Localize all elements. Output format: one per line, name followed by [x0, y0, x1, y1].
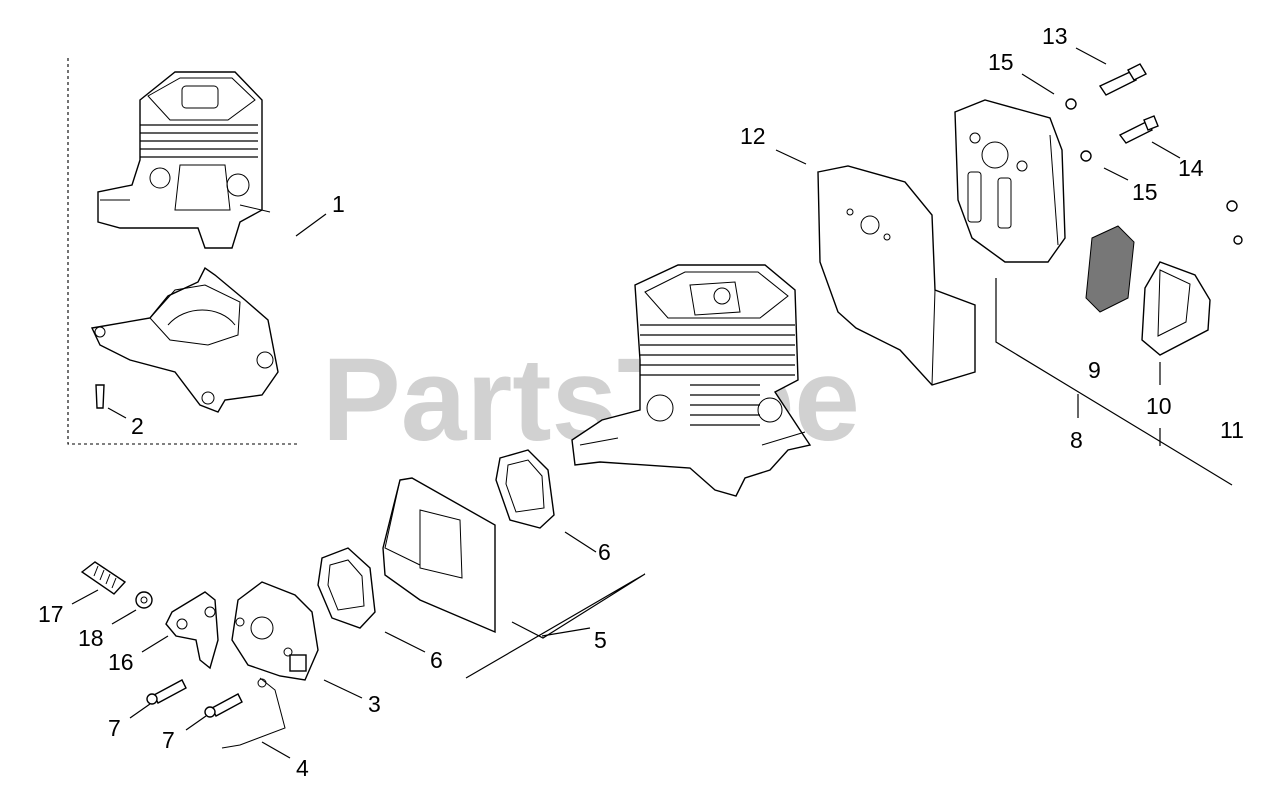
leader-4	[261, 741, 291, 759]
stud-17-drawing	[80, 561, 127, 595]
callout-16: 16	[108, 649, 134, 675]
leader-16	[141, 635, 169, 653]
callout-14: 14	[1178, 155, 1204, 181]
manifold-tab-drawing	[289, 654, 307, 672]
screw-7b-drawing	[211, 693, 243, 717]
leader-7a	[129, 703, 151, 719]
callout-13: 13	[1042, 23, 1068, 49]
cover-nut-drawing	[1226, 200, 1238, 212]
intake-assembly	[71, 449, 646, 759]
callout-17: 17	[38, 601, 64, 627]
callout-18: 18	[78, 625, 104, 651]
dowel-pin-drawing	[95, 384, 105, 409]
leader-13	[1075, 47, 1107, 65]
heat-shield-drawing	[775, 149, 976, 386]
spark-arrestor-screen-drawing	[1085, 225, 1135, 313]
bolt-14-drawing	[1118, 115, 1159, 144]
leader-14	[1151, 141, 1181, 159]
nut-18-drawing	[135, 591, 153, 609]
bracket-8	[995, 278, 1233, 486]
callout-6b: 6	[430, 647, 443, 673]
callout-9: 9	[1088, 357, 1101, 383]
callout-6a: 6	[598, 539, 611, 565]
callout-1: 1	[332, 191, 345, 217]
callout-8: 8	[1070, 427, 1083, 453]
lower-crankcase-drawing	[90, 266, 279, 413]
callout-15a: 15	[988, 49, 1014, 75]
muffler-assembly	[954, 47, 1243, 486]
callout-7b: 7	[162, 727, 175, 753]
leader-18	[111, 609, 137, 625]
leader-1	[295, 213, 327, 237]
leader-7b	[185, 715, 207, 731]
screw-7a-drawing	[153, 679, 187, 704]
callout-labels: 1 2 3 4 5 6 6 7 7 8 9 10 11 12 13 14 15 …	[38, 23, 1244, 781]
callout-2: 2	[131, 413, 144, 439]
muffler-cover-drawing	[1141, 261, 1211, 356]
leader-6b	[384, 631, 426, 653]
washer-15b-drawing	[1080, 150, 1092, 162]
callout-3: 3	[368, 691, 381, 717]
gasket-6b-drawing	[317, 547, 376, 629]
leader-2	[107, 407, 127, 419]
leader-3	[323, 679, 363, 699]
leader-15b	[1103, 167, 1129, 181]
cylinder-crankcase-assembly	[67, 58, 327, 445]
insulator-plate-drawing	[382, 477, 496, 634]
leader-17	[71, 589, 99, 605]
washer-15a-drawing	[1065, 98, 1077, 110]
leader-12	[775, 149, 807, 165]
callout-15b: 15	[1132, 179, 1158, 205]
leader-15a	[1021, 73, 1055, 95]
callout-12: 12	[740, 123, 766, 149]
callout-11: 11	[1220, 417, 1244, 443]
callout-7a: 7	[108, 715, 121, 741]
upper-cylinder-drawing	[97, 71, 271, 249]
center-cylinder-drawing	[571, 264, 812, 497]
cover-screw-drawing	[1233, 235, 1243, 245]
callout-10: 10	[1146, 393, 1172, 419]
callout-5: 5	[594, 627, 607, 653]
callout-4: 4	[296, 755, 309, 781]
bolt-13-drawing	[1098, 63, 1147, 96]
bracket-5-6	[465, 573, 646, 679]
rod-4-drawing	[221, 677, 286, 749]
group-bracket	[67, 58, 298, 445]
bracket-16-drawing	[165, 591, 219, 670]
leader-5	[541, 627, 591, 637]
leader-6a	[564, 531, 597, 553]
